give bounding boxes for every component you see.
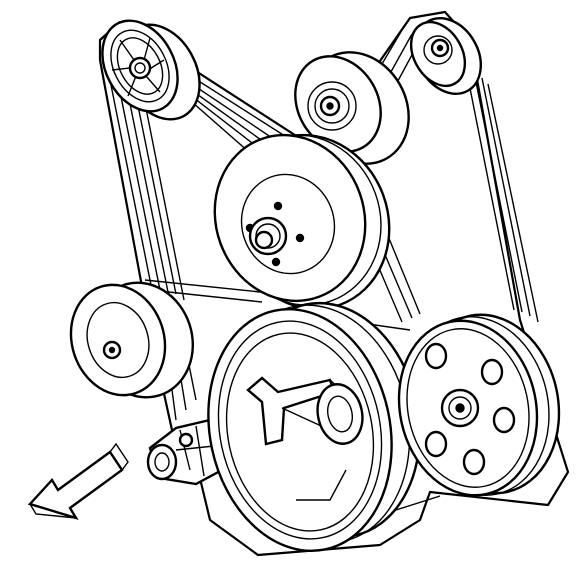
direction-arrow — [27, 442, 129, 521]
upper-smooth-idler-pulley — [294, 51, 410, 165]
upper-left-idler-pulley — [101, 19, 201, 121]
water-pump-pulley — [213, 133, 391, 311]
generator-pulley — [397, 313, 561, 497]
left-smooth-idler-pulley — [69, 281, 195, 399]
upper-right-idler-pulley — [409, 17, 482, 95]
belt-tensioner — [146, 418, 228, 486]
